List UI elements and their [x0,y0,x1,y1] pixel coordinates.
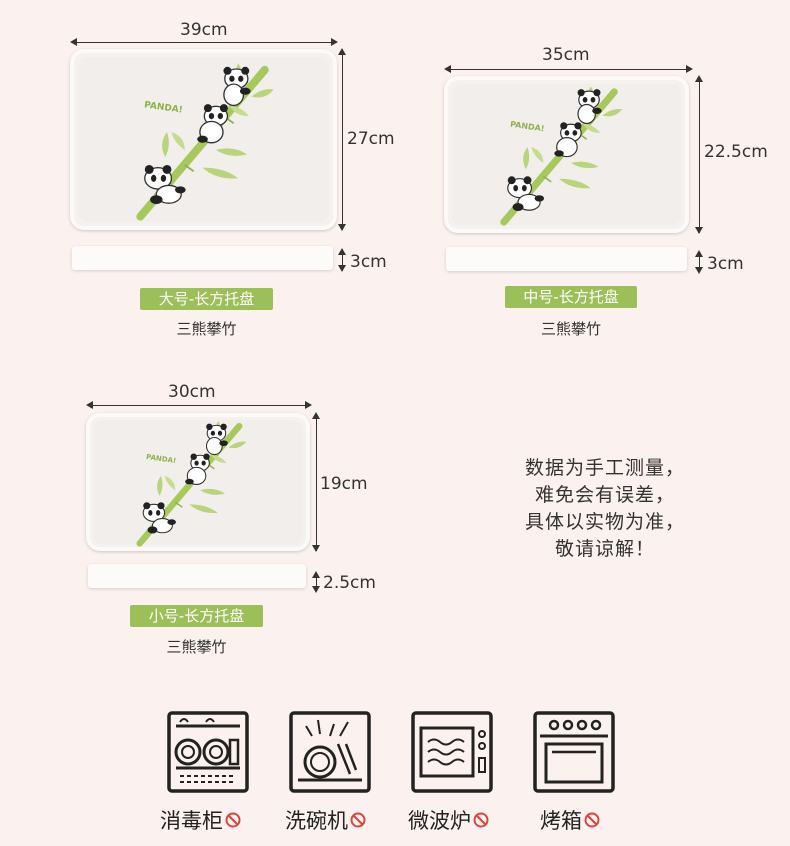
medium-tray-side-view [446,247,687,271]
appliance-label: 烤箱 [540,805,600,835]
large-tray-side-view [72,246,333,270]
disclaimer-line: 具体以实物为准， [524,511,685,533]
large-depth-label: 27cm [347,129,395,149]
arrow-down-icon [695,267,703,274]
small-pattern-name: 三熊攀竹 [166,638,227,656]
panda-bamboo-illustration [122,61,292,221]
arrow-down-icon [312,545,320,552]
small-width-line [88,405,310,406]
disclaimer-line: 数据为手工测量， [524,457,685,479]
prohibited-icon [350,812,366,828]
small-width-label: 30cm [168,382,216,402]
arrow-right-icon [305,401,312,409]
arrow-down-icon [338,224,346,231]
appliance-label: 洗碗机 [285,805,366,835]
measurement-disclaimer: 数据为手工测量， 难免会有误差， 具体以实物为准， 敬请谅解！ [490,455,720,563]
arrow-down-icon [338,265,346,272]
arrow-up-icon [695,250,703,257]
small-tray-top-view: PANDA! [86,413,310,551]
arrow-up-icon [338,48,346,55]
disclaimer-line: 难免会有误差， [534,484,675,506]
large-width-line [72,42,336,43]
small-depth-line [316,414,317,551]
arrow-up-icon [312,412,320,419]
large-tray-top-view: PANDA! [70,49,337,230]
sterilizer-cabinet-icon [167,711,249,793]
prohibited-icon [473,812,489,828]
small-height-label: 2.5cm [323,573,376,593]
oven-icon [533,711,615,793]
arrow-left-icon [70,38,77,46]
medium-pattern-name: 三熊攀竹 [540,320,601,338]
panda-bamboo-illustration [126,419,260,547]
large-height-line [342,250,343,270]
medium-height-line [699,252,700,272]
arrow-up-icon [695,75,703,82]
large-size-badge: 大号-长方托盘 [140,288,273,310]
large-height-label: 3cm [350,252,387,272]
microwave-icon [411,711,493,793]
arrow-up-icon [312,571,320,578]
medium-width-label: 35cm [542,45,590,65]
disclaimer-line: 敬请谅解！ [554,538,655,560]
appliance-label: 微波炉 [408,805,489,835]
small-depth-label: 19cm [320,474,368,494]
large-pattern-name: 三熊攀竹 [176,320,237,338]
medium-height-label: 3cm [707,254,744,274]
dishwasher-icon [289,711,371,793]
small-size-badge: 小号-长方托盘 [130,605,263,627]
small-height-line [316,573,317,591]
large-width-label: 39cm [180,20,228,40]
medium-depth-label: 22.5cm [704,142,768,162]
medium-size-badge: 中号-长方托盘 [505,286,637,308]
appliance-label: 消毒柜 [160,805,241,835]
medium-width-line [446,69,691,70]
medium-tray-top-view: PANDA! [444,76,689,233]
arrow-left-icon [444,65,451,73]
arrow-down-icon [695,227,703,234]
medium-depth-line [699,77,700,233]
small-tray-side-view [88,564,306,588]
arrow-right-icon [331,38,338,46]
arrow-left-icon [86,401,93,409]
large-depth-line [342,50,343,230]
arrow-right-icon [686,65,693,73]
arrow-down-icon [312,586,320,593]
prohibited-icon [225,812,241,828]
arrow-up-icon [338,248,346,255]
panda-bamboo-illustration [488,84,638,226]
prohibited-icon [584,812,600,828]
